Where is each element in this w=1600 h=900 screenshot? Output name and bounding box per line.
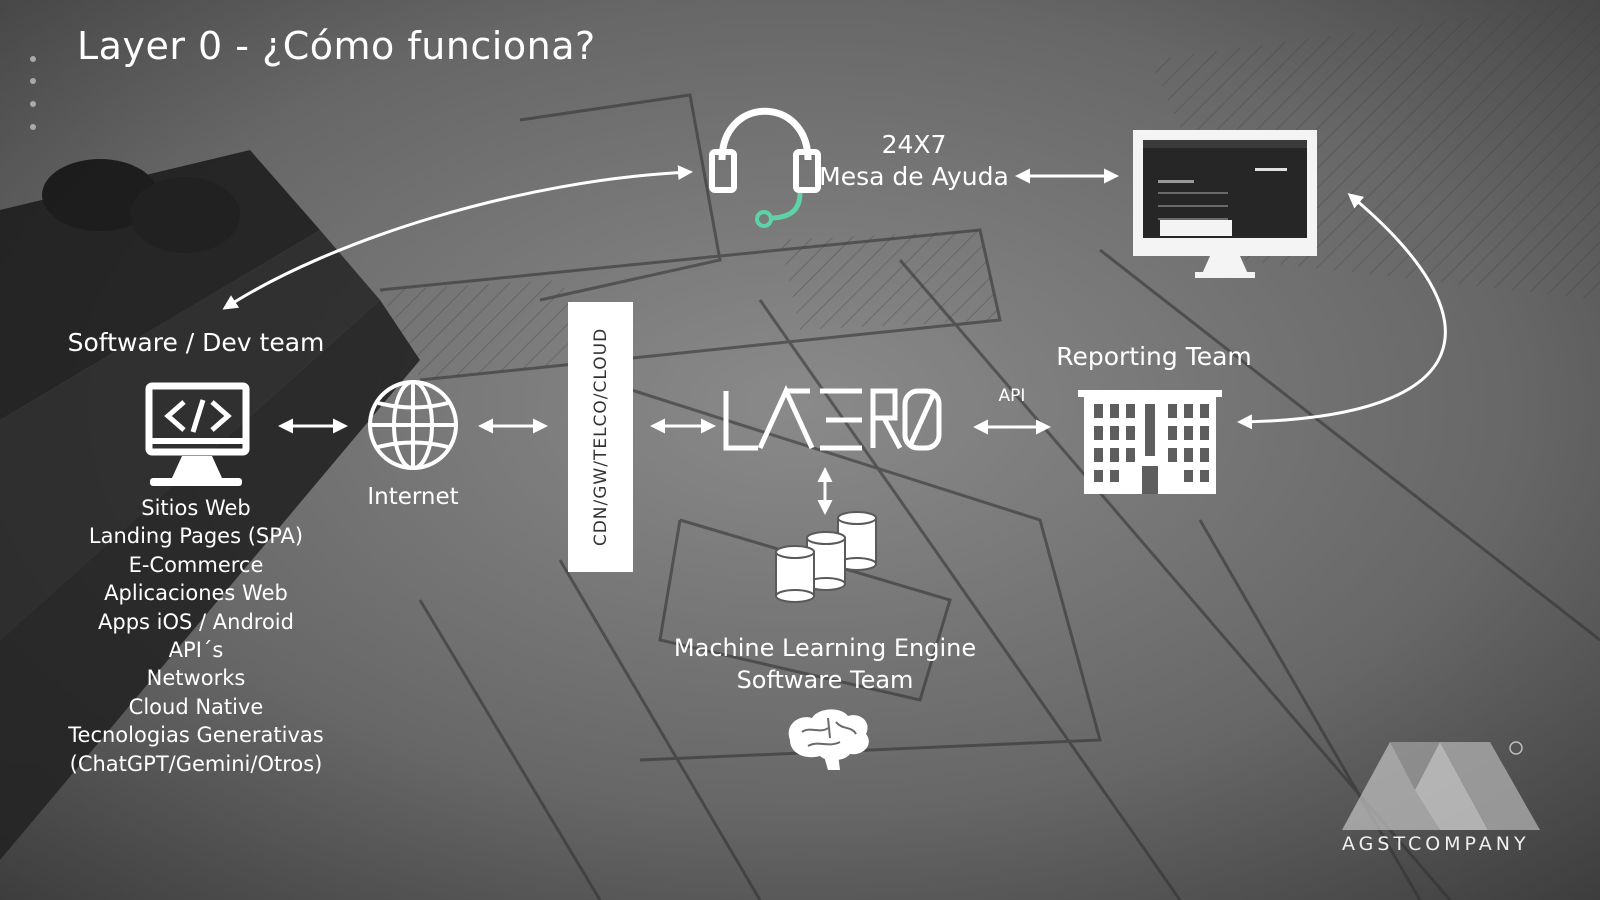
internet-label: Internet bbox=[367, 484, 459, 510]
agstcompany-logo-mark bbox=[1342, 741, 1540, 830]
page-title: Layer 0 - ¿Cómo funciona? bbox=[77, 24, 596, 68]
list-item: Aplicaciones Web bbox=[104, 581, 288, 606]
list-item: API´s bbox=[168, 638, 224, 663]
list-item: Cloud Native bbox=[128, 694, 264, 719]
ml-engine-label: Machine Learning Engine bbox=[673, 634, 977, 662]
arrow-helpdesk-devteam bbox=[222, 165, 693, 310]
arrow-monitor-reporting bbox=[1237, 193, 1447, 430]
brain-icon bbox=[788, 709, 869, 770]
dev-team-label: Software / Dev team bbox=[67, 328, 325, 357]
cdn-label: CDN/GW/TELCO/CLOUD bbox=[590, 327, 611, 547]
helpdesk-label: Mesa de Ayuda bbox=[819, 162, 1009, 191]
cdn-gateway-box: CDN/GW/TELCO/CLOUD bbox=[568, 302, 633, 572]
list-item: Tecnologias Generativas bbox=[68, 723, 324, 748]
list-item: Apps iOS / Android bbox=[98, 609, 294, 634]
list-item: (ChatGPT/Gemini/Otros) bbox=[69, 751, 323, 776]
software-team-label: Software Team bbox=[736, 666, 914, 694]
headset-icon bbox=[709, 107, 821, 228]
dev-team-services-list: Sitios Web Landing Pages (SPA) E-Commerc… bbox=[68, 494, 323, 778]
api-label: API bbox=[998, 386, 1026, 406]
building-icon bbox=[1078, 390, 1222, 494]
list-item: E-Commerce bbox=[128, 552, 264, 577]
globe-icon bbox=[368, 380, 458, 470]
monitor-screen-icon bbox=[1133, 130, 1317, 278]
layer0-logo bbox=[723, 384, 942, 451]
list-item: Landing Pages (SPA) bbox=[88, 524, 304, 549]
reporting-team-label: Reporting Team bbox=[1056, 342, 1252, 371]
list-item: Networks bbox=[146, 666, 246, 691]
list-item: Sitios Web bbox=[141, 496, 251, 520]
brand-name: AGSTCOMPANY bbox=[1342, 833, 1530, 855]
database-icon bbox=[775, 511, 877, 603]
helpdesk-hours: 24X7 bbox=[881, 130, 947, 159]
code-monitor-icon bbox=[145, 382, 250, 486]
